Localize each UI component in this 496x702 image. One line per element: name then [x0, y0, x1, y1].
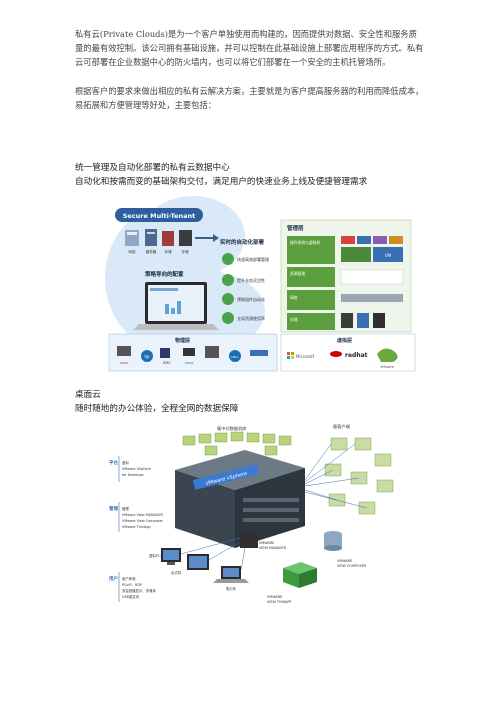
desktop-device: 台式机	[171, 554, 209, 575]
view-composer-line-1: VMWARE	[337, 559, 352, 563]
top-icon-label-2: 服务器	[146, 249, 157, 254]
auto-item-2: 提升业务灵活性	[222, 274, 265, 286]
thin-clients	[324, 437, 394, 515]
mgmt-row-4: 存储	[290, 317, 298, 322]
phys-logo-3: EMC	[163, 361, 171, 365]
desktop-cloud-diagram: 平台 虚拟 VMware VSphere for Desktops 管理 管理 …	[105, 420, 415, 612]
redhat-logo: redhat	[330, 351, 368, 359]
storage-icons	[341, 313, 385, 328]
phys-logo-4: cisco	[185, 361, 194, 365]
vm-desktops	[182, 431, 292, 456]
view-thinapp: VMWARE VIEW THINAPP	[267, 562, 317, 604]
auto-item-label-1: 快速高效部署管理	[237, 256, 269, 262]
intro-paragraph-2: 根据客户的要求来做出相应的私有云解决方案，主要就是为客户提高服务器的利用而降低成…	[75, 86, 424, 110]
section1-subtitle: 自动化和按需而变的基础架构交付，满足用户的快速业务上线及便捷管理需求	[75, 177, 368, 187]
mgmt-title-2: 管理	[109, 505, 118, 512]
mgmt-row-3: 网络	[290, 295, 298, 300]
auto-item-3: 预制组件自动化	[222, 293, 265, 305]
view-thinapp-line-2: VIEW THINAPP	[267, 600, 291, 604]
network-icon	[125, 230, 139, 246]
user-item-4: USB重定向	[122, 594, 140, 599]
phys-logo-2: hp	[144, 354, 150, 359]
secure-multi-tenant-badge	[115, 208, 203, 222]
mgmt-title: 管理层	[287, 224, 304, 232]
top-icon-label-4: 存储	[182, 249, 189, 254]
secure-multi-tenant-text: Secure Multi-Tenant	[123, 212, 196, 220]
auto-item-label-2: 提升业务灵活性	[237, 277, 265, 283]
view-thinapp-line-1: VMWARE	[267, 595, 282, 599]
section2-title: 桌面云	[75, 390, 101, 400]
auto-item-4: 全局资源使用率	[222, 312, 265, 324]
platform-item-3: for Desktops	[122, 473, 144, 477]
mgmt-row-2: 资源管理	[290, 271, 305, 276]
virtual-logo-2: redhat	[345, 352, 368, 359]
auto-item-label-4: 全局资源使用率	[237, 315, 265, 321]
network-switch	[341, 294, 403, 302]
vsphere-banner	[192, 464, 260, 490]
auto-title: 实时的自动化部署	[220, 238, 265, 246]
vm-icons: VM	[341, 236, 403, 262]
policy-label: 策略导向的配置	[145, 270, 184, 278]
auto-item-1: 快速高效部署管理	[222, 253, 269, 265]
laptop-icon	[133, 282, 219, 330]
virtual-title: 虚拟层	[337, 337, 352, 344]
vm-label: VM	[385, 253, 392, 258]
section1-title: 统一管理及自动化部署的私有云数据中心	[75, 163, 230, 173]
user-item-3: 多监视器显示、多媒体	[122, 588, 157, 593]
intro-paragraph-1: 私有云(Private Clouds)是为一个客户单独使用而构建的，因而提供对数…	[75, 29, 424, 67]
section2-subtitle: 随时随地的办公体验，全程全网的数据保障	[75, 404, 239, 414]
resource-bar	[340, 269, 404, 285]
storage-rack-icon	[179, 230, 192, 246]
user-item-1: 用户体验	[122, 576, 136, 581]
server-icon	[145, 229, 157, 246]
auto-item-label-3: 预制组件自动化	[237, 296, 265, 302]
mgmt2-item-3: VMware View Composer	[122, 519, 164, 523]
view-composer: VMWARE VIEW COMPOSER	[324, 531, 367, 568]
view-manager-line-1: VMWARE	[259, 541, 274, 545]
virtual-logo-1: Microsoft	[296, 354, 315, 359]
top-icon-label-3: 存储	[165, 249, 172, 254]
microsoft-logo: Microsoft	[287, 352, 315, 359]
mgmt-row-1: 操作系统与虚拟机	[290, 240, 321, 245]
clients-label: 瘦客户端	[333, 423, 350, 430]
flow-arrow-head	[213, 234, 219, 242]
top-icon-label-1: 网络	[129, 249, 136, 254]
mgmt2-item-1: 管理	[122, 506, 129, 511]
platform-item-2: VMware VSphere	[122, 467, 151, 471]
pc-device: 虚拟PC机	[149, 548, 181, 565]
physical-title: 物理层	[175, 337, 190, 344]
device-label-3: 笔记本	[226, 586, 237, 591]
physical-logos: cisco hp EMC cisco DELL	[117, 346, 268, 365]
vmware-logo: VMware	[377, 348, 398, 369]
user-title: 用户	[108, 575, 118, 582]
platform-title: 平台	[109, 459, 118, 466]
view-manager: VMWARE VIEW MANAGER	[240, 532, 287, 550]
cluster-label: 集中式数据机房	[217, 425, 246, 432]
device-label-2: 台式机	[171, 570, 182, 575]
user-item-2: PCoIP、RDP	[122, 583, 142, 587]
private-cloud-diagram: Secure Multi-Tenant 网络 服务器 存储 存储 策略导向的配置…	[105, 196, 420, 373]
virtual-logo-3: VMware	[380, 365, 394, 369]
device-links	[180, 537, 246, 571]
mgmt2-item-2: VMware View MANAGER	[122, 513, 164, 517]
view-composer-line-2: VIEW COMPOSER	[337, 564, 367, 568]
phys-logo-1: cisco	[120, 361, 129, 365]
network-links	[304, 443, 368, 509]
storage-icon	[162, 231, 174, 246]
device-label-1: 虚拟PC机	[149, 553, 164, 558]
phys-logo-6: DELL	[231, 355, 239, 359]
laptop-device: 笔记本	[213, 566, 249, 591]
view-manager-line-2: VIEW MANAGER	[259, 546, 287, 550]
mgmt2-item-4: VMware ThinApp	[122, 525, 151, 529]
platform-item-1: 虚拟	[122, 460, 129, 465]
